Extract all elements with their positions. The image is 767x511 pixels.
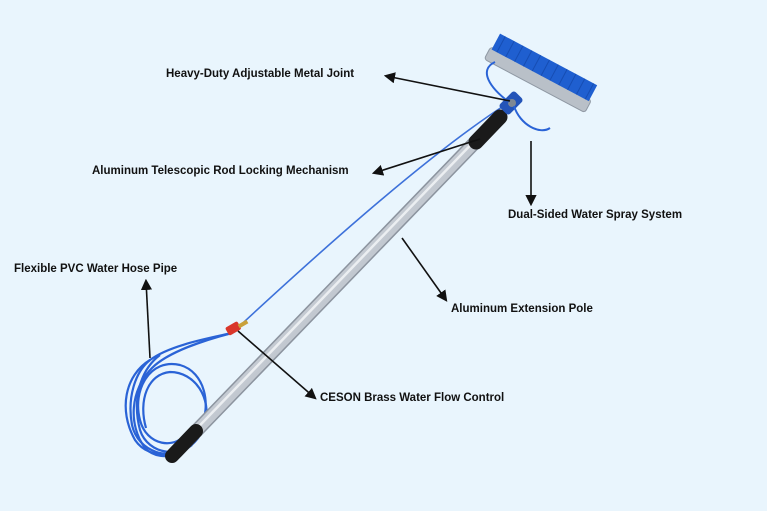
extension-pole <box>169 123 494 459</box>
brush-head <box>484 33 598 132</box>
flow-control-valve <box>225 319 249 336</box>
hose-along-pole <box>231 104 506 334</box>
locking-collar <box>468 109 508 150</box>
label-hose-pipe: Flexible PVC Water Hose Pipe <box>14 263 178 275</box>
label-flow-control: CESON Brass Water Flow Control <box>320 392 505 404</box>
arrow-pole <box>401 237 448 302</box>
label-locking-mechanism: Aluminum Telescopic Rod Locking Mechanis… <box>92 165 349 177</box>
label-metal-joint: Heavy-Duty Adjustable Metal Joint <box>166 68 355 80</box>
bottom-grip <box>165 424 203 463</box>
arrow-lock <box>371 138 481 176</box>
arrow-joint <box>383 72 511 102</box>
arrow-control <box>237 330 317 400</box>
hose-coil <box>124 331 233 458</box>
label-spray-system: Dual-Sided Water Spray System <box>508 209 683 221</box>
arrow-hose <box>140 278 153 359</box>
callout-arrows <box>140 72 537 400</box>
label-extension-pole: Aluminum Extension Pole <box>451 303 593 315</box>
